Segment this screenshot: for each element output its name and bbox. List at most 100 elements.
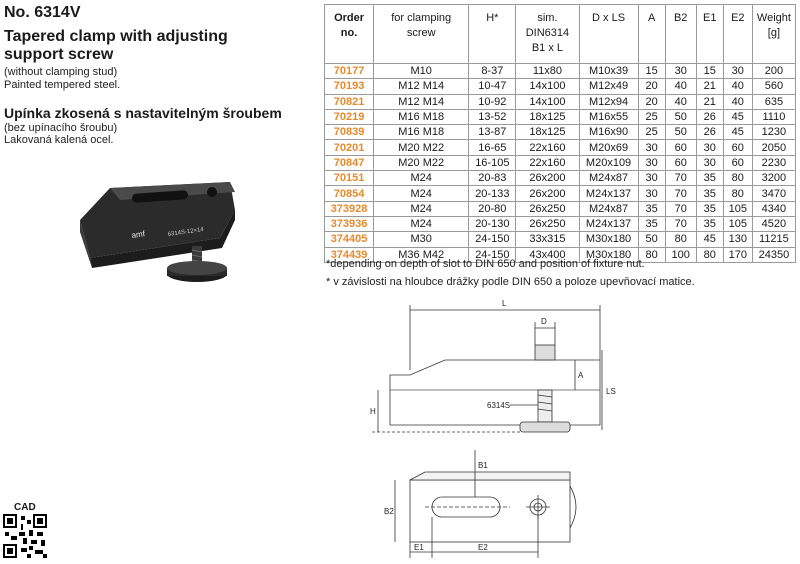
table-cell: 40 — [664, 93, 697, 110]
order-number-link[interactable]: 373928 — [323, 200, 375, 217]
table-cell: M30x180 — [578, 246, 639, 263]
table-cell: 26x200 — [515, 185, 580, 202]
table-cell: M24 — [373, 185, 470, 202]
table-cell: 200 — [751, 62, 797, 80]
table-cell: 100 — [664, 246, 697, 263]
table-cell: 20-130 — [468, 215, 517, 233]
col-order-no: Order no. — [323, 4, 375, 64]
table-cell: 43x400 — [515, 246, 580, 263]
order-number-link[interactable]: 70847 — [323, 154, 375, 172]
table-cell: 35 — [695, 170, 724, 187]
order-number-link[interactable]: 70201 — [323, 139, 375, 156]
table-cell: M20 M22 — [373, 154, 470, 172]
product-photo: amf 6314S-12×14 — [80, 182, 235, 282]
table-cell: 3200 — [751, 170, 797, 187]
table-cell: 30 — [637, 139, 666, 156]
order-number-link[interactable]: 70177 — [323, 62, 375, 80]
table-cell: 20-80 — [468, 200, 517, 217]
table-cell: 35 — [637, 215, 666, 233]
table-cell: M16 M18 — [373, 124, 470, 141]
order-number-link[interactable]: 70151 — [323, 170, 375, 187]
table-cell: 40 — [722, 93, 753, 110]
table-cell: 13-87 — [468, 124, 517, 141]
table-cell: 80 — [695, 246, 724, 263]
table-cell: 33x315 — [515, 231, 580, 248]
table-cell: M24x87 — [578, 200, 639, 217]
table-cell: 30 — [695, 139, 724, 156]
table-cell: M16x90 — [578, 124, 639, 141]
table-cell: 25 — [637, 108, 666, 126]
table-cell: M30x180 — [578, 231, 639, 248]
order-number-link[interactable]: 374405 — [323, 231, 375, 248]
table-cell: 70 — [664, 170, 697, 187]
table-cell: 4340 — [751, 200, 797, 217]
order-number-link[interactable]: 373936 — [323, 215, 375, 233]
table-cell: 70 — [664, 200, 697, 217]
table-cell: 14x100 — [515, 93, 580, 110]
table-cell: 4520 — [751, 215, 797, 233]
order-number-link[interactable]: 70821 — [323, 93, 375, 110]
table-cell: 80 — [664, 231, 697, 248]
col-din: sim. DIN6314 B1 x L — [515, 4, 580, 64]
table-cell: 26 — [695, 108, 724, 126]
table-cell: 1110 — [751, 108, 797, 126]
table-cell: 22x160 — [515, 154, 580, 172]
col-e1: E1 — [695, 4, 724, 64]
table-cell: 13-52 — [468, 108, 517, 126]
subtitle-en-2: Painted tempered steel. — [4, 79, 121, 91]
order-number-link[interactable]: 374439 — [323, 246, 375, 263]
table-cell: 11215 — [751, 231, 797, 248]
table-cell: M24 — [373, 200, 470, 217]
col-e2: E2 — [722, 4, 753, 64]
table-cell: 15 — [695, 62, 724, 80]
table-cell: 24350 — [751, 246, 797, 263]
subtitle-en-1: (without clamping stud) — [4, 66, 118, 78]
table-cell: 170 — [722, 246, 753, 263]
table-cell: 80 — [722, 170, 753, 187]
table-cell: 50 — [664, 108, 697, 126]
qr-code-icon[interactable] — [3, 514, 47, 558]
cad-label: CAD — [14, 502, 36, 513]
table-cell: 26x250 — [515, 200, 580, 217]
table-cell: 40 — [664, 78, 697, 95]
product-number: No. 6314V — [4, 4, 81, 21]
order-number-link[interactable]: 70839 — [323, 124, 375, 141]
table-cell: 15 — [637, 62, 666, 80]
table-cell: 26 — [695, 124, 724, 141]
table-cell: 30 — [637, 170, 666, 187]
table-cell: 26x200 — [515, 170, 580, 187]
product-title-en: Tapered clamp with adjusting support scr… — [4, 28, 228, 63]
product-title-cz: Upínka zkosená s nastavitelným šroubem — [4, 105, 282, 121]
order-number-link[interactable]: 70193 — [323, 78, 375, 95]
subtitle-cz-1: (bez upínacího šroubu) — [4, 122, 118, 134]
table-cell: 60 — [722, 154, 753, 172]
dim-label-e2: E2 — [478, 543, 488, 552]
table-cell: 30 — [637, 185, 666, 202]
table-cell: 70 — [664, 185, 697, 202]
col-weight: Weight [g] — [751, 4, 797, 64]
table-cell: M12x94 — [578, 93, 639, 110]
table-cell: 105 — [722, 215, 753, 233]
table-cell: M12 M14 — [373, 78, 470, 95]
table-cell: M24 — [373, 170, 470, 187]
table-cell: 2230 — [751, 154, 797, 172]
table-cell: 35 — [637, 200, 666, 217]
table-cell: 10-92 — [468, 93, 517, 110]
technical-drawing: L D A LS H 6314S B1 B2 E1 E2 — [370, 299, 616, 558]
col-dxls: D x LS — [578, 4, 639, 64]
table-cell: 50 — [664, 124, 697, 141]
dimensions-table: Order no. for clamping screw H* sim. DIN… — [323, 4, 797, 263]
product-panel: No. 6314V Tapered clamp with adjusting s… — [0, 0, 318, 564]
order-number-link[interactable]: 70219 — [323, 108, 375, 126]
table-cell: 2050 — [751, 139, 797, 156]
footnote-cz: * v závislosti na hloubce drážky podle D… — [326, 276, 695, 288]
order-number-link[interactable]: 70854 — [323, 185, 375, 202]
table-cell: 18x125 — [515, 124, 580, 141]
table-cell: 35 — [695, 185, 724, 202]
